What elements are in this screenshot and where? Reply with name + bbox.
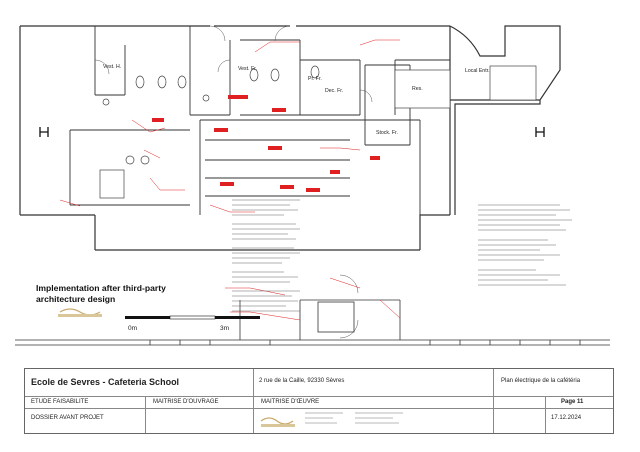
architect-stamp-logo: [260, 417, 295, 427]
phase-label: ETUDE FAISABILITE: [31, 399, 89, 405]
corridor-plan: [15, 299, 610, 346]
architect-logo: [58, 308, 102, 317]
legend-text-blocks: [232, 199, 572, 312]
moa-label: MAITRISE D'OUVRAGE: [153, 399, 219, 405]
dossier-label: DOSSIER AVANT PROJET: [31, 415, 104, 421]
annotation-markers: [152, 95, 380, 192]
annotation-leaders: [59, 39, 401, 321]
room-label-local-entr: Local Entr.: [465, 68, 490, 74]
implementation-caption: Implementation after third-party archite…: [36, 283, 236, 305]
room-label-vest-f: Vest. Fr.: [238, 66, 257, 72]
section-markers: [39, 127, 545, 137]
caption-line-2: architecture design: [36, 294, 116, 304]
architect-contact-lines: [305, 412, 403, 424]
building-walls: [19, 25, 561, 251]
room-labels: Vest. H. Vest. Fr. Pr. Fr. Dec. Fr. Stoc…: [103, 64, 490, 136]
drawing-date: 17.12.2024: [551, 415, 582, 421]
room-label-dec-fr: Dec. Fr.: [325, 88, 343, 94]
scale-start-label: 0m: [128, 325, 137, 332]
project-name: Ecole de Sevres - Cafeteria School: [31, 377, 180, 387]
door-swings: [94, 25, 373, 339]
scale-bar: 0m 3m: [125, 315, 260, 332]
drawing-title: Plan électrique de la cafétéria: [501, 378, 581, 384]
project-address: 2 rue de la Caille, 92330 Sèvres: [259, 378, 345, 384]
room-label-pr-fr: Pr. Fr.: [308, 76, 322, 82]
title-block-row-main: Ecole de Sevres - Cafeteria School 2 rue…: [25, 369, 613, 397]
moe-label: MAITRISE D'ŒUVRE: [261, 399, 320, 405]
title-block-row-phase: ETUDE FAISABILITE MAITRISE D'OUVRAGE MAI…: [25, 397, 613, 409]
room-label-vest-h: Vest. H.: [103, 64, 121, 70]
interior-walls: [69, 26, 450, 215]
room-label-stock-fr: Stock. Fr.: [376, 130, 398, 136]
scale-end-label: 3m: [220, 325, 229, 332]
sanitary-fixtures: [99, 65, 537, 199]
page-number: Page 11: [561, 399, 584, 405]
room-label-res: Res.: [412, 86, 423, 92]
title-block: Ecole de Sevres - Cafeteria School 2 rue…: [24, 368, 614, 434]
caption-line-1: Implementation after third-party: [36, 283, 166, 293]
